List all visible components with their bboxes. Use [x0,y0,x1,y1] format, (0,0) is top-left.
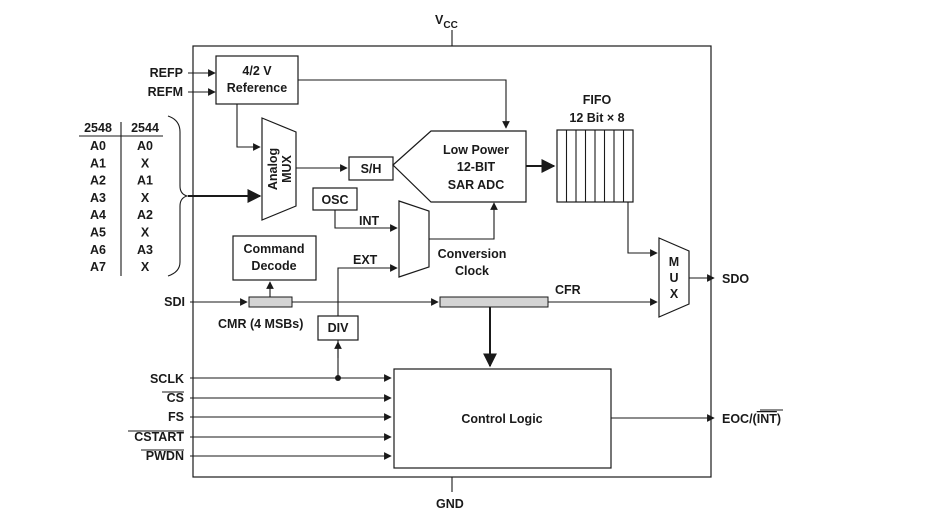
output-mux-label-x: X [670,287,679,301]
adc-label-3: SAR ADC [448,178,504,192]
channel-2544-cell: A2 [137,208,153,222]
cmr-label: CMR (4 MSBs) [218,317,303,331]
fifo-to-outmux-wire [627,202,658,257]
channel-2548-cell: A5 [90,226,106,240]
channel-2544-cell: A0 [137,139,153,153]
channel-2544-cell: A3 [137,243,153,257]
conversion-clock-label-1: Conversion [438,247,507,261]
sclk-junction [335,375,341,381]
adc-label-1: Low Power [443,143,509,157]
pwdn-label: PWDN [146,449,184,463]
refm-label: REFM [148,85,183,99]
fs-label: FS [168,410,184,424]
output-mux-label-m: M [669,255,679,269]
fifo-size: 12 Bit × 8 [569,111,624,125]
cfr-label: CFR [555,283,581,297]
ref-to-mux-wire [236,104,261,151]
cfr-register [439,296,549,308]
vcc-label: VCC [435,13,458,31]
ref-to-adc-wire [298,79,510,129]
div-block [317,315,359,341]
conversion-clock-label-2: Clock [455,264,489,278]
channel-2548-cell: A7 [90,260,106,274]
channel-2544-cell: X [141,191,150,205]
reference-label-1: 4/2 V [242,64,272,78]
adc-label-2: 12-BIT [457,160,496,174]
control-logic-label: Control Logic [461,412,542,426]
channel-2544-cell: A1 [137,174,153,188]
reference-block [215,55,299,105]
ext-label: EXT [353,253,378,267]
channel-2548-cell: A1 [90,156,106,170]
control-logic-block [393,368,612,469]
command-decode-label-2: Decode [251,259,296,273]
analog-mux-label: AnalogMUX [266,148,294,190]
clock-to-adc-wire [429,202,498,240]
osc-to-clock-wire [334,210,398,232]
channel-2544-cell: X [141,260,150,274]
output-mux-label-u: U [669,271,678,285]
osc-label: OSC [321,193,348,207]
analog-mux [261,117,297,221]
channel-brace [167,115,189,277]
eoc-label: EOC/(INT) [722,412,781,426]
sdo-label: SDO [722,272,749,286]
cs-label: CS [167,391,184,405]
reference-label-2: Reference [227,81,287,95]
sh-block [348,156,394,181]
gnd-label: GND [436,497,464,511]
table-header-2548: 2548 [84,121,112,135]
refp-label: REFP [150,66,183,80]
command-decode-label-1: Command [243,242,304,256]
svg-text:EOC/(INT): EOC/(INT) [722,412,781,426]
channel-2548-cell: A6 [90,243,106,257]
sdi-label: SDI [164,295,185,309]
int-label: INT [359,214,380,228]
cmr-register [248,296,293,308]
table-header-2544: 2544 [131,121,159,135]
fifo-title: FIFO [583,93,612,107]
sclk-label: SCLK [150,372,184,386]
div-label: DIV [328,321,350,335]
output-mux [658,237,690,318]
channel-2548-cell: A2 [90,174,106,188]
channel-2544-cell: X [141,156,150,170]
channel-2548-cell: A3 [90,191,106,205]
channel-2544-cell: X [141,226,150,240]
fifo-cells [565,130,625,202]
conversion-clock-mux [398,200,430,278]
channel-2548-cell: A0 [90,139,106,153]
sh-label: S/H [361,162,382,176]
svg-text:VCC: VCC [435,13,458,31]
cstart-label: CSTART [134,430,184,444]
command-decode-block [232,235,317,281]
channel-2548-cell: A4 [90,208,106,222]
